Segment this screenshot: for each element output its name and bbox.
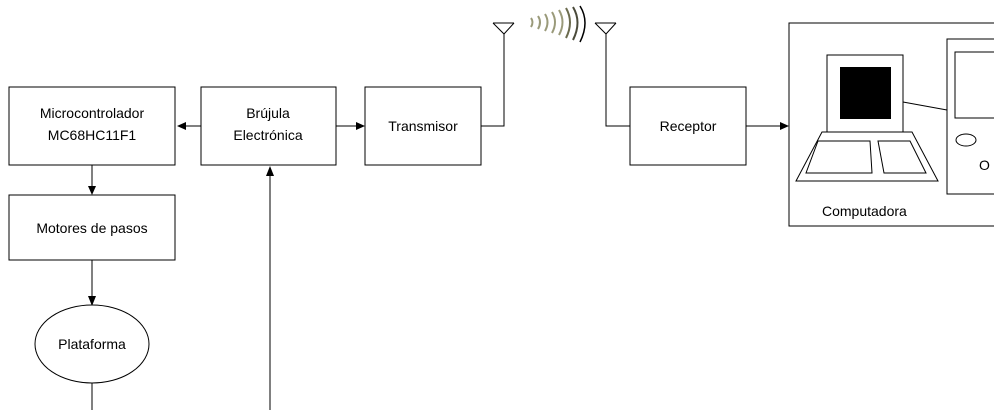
connectors — [88, 34, 789, 410]
radio-signal-icon — [530, 5, 586, 43]
arrowhead-up — [266, 166, 274, 176]
antenna-icon — [594, 22, 617, 35]
receiver-label: Receptor — [660, 118, 717, 134]
compass-block: Brújula Electrónica — [200, 86, 337, 166]
receiver-antenna-feed — [605, 34, 630, 127]
computer-side-glyph: O — [979, 157, 990, 173]
compass-label-1: Brújula — [246, 105, 290, 121]
computer-icon — [795, 38, 994, 195]
platform-label: Plataforma — [58, 336, 126, 352]
antenna-icon — [492, 22, 515, 35]
microcontroller-label-1: Microcontrolador — [40, 105, 145, 121]
transmitter-block: Transmisor — [364, 86, 482, 166]
motors-label: Motores de pasos — [36, 220, 147, 236]
transmitter-label: Transmisor — [388, 118, 458, 134]
transmitter-antenna-feed — [481, 34, 505, 127]
arrowhead-left — [177, 122, 186, 130]
arrowhead-right — [356, 122, 365, 130]
microcontroller-block: Microcontrolador MC68HC11F1 — [8, 86, 176, 166]
arrowhead-down — [88, 186, 96, 195]
motors-block: Motores de pasos — [8, 194, 176, 261]
microcontroller-label-2: MC68HC11F1 — [48, 127, 137, 143]
compass-label-2: Electrónica — [233, 127, 302, 143]
computer-block: O Computadora — [788, 22, 994, 227]
receiver-block: Receptor — [629, 86, 747, 166]
platform-ellipse: Plataforma — [34, 304, 150, 384]
computer-label: Computadora — [822, 203, 907, 219]
arrowhead-down — [88, 296, 96, 306]
arrowhead-right — [780, 122, 789, 130]
